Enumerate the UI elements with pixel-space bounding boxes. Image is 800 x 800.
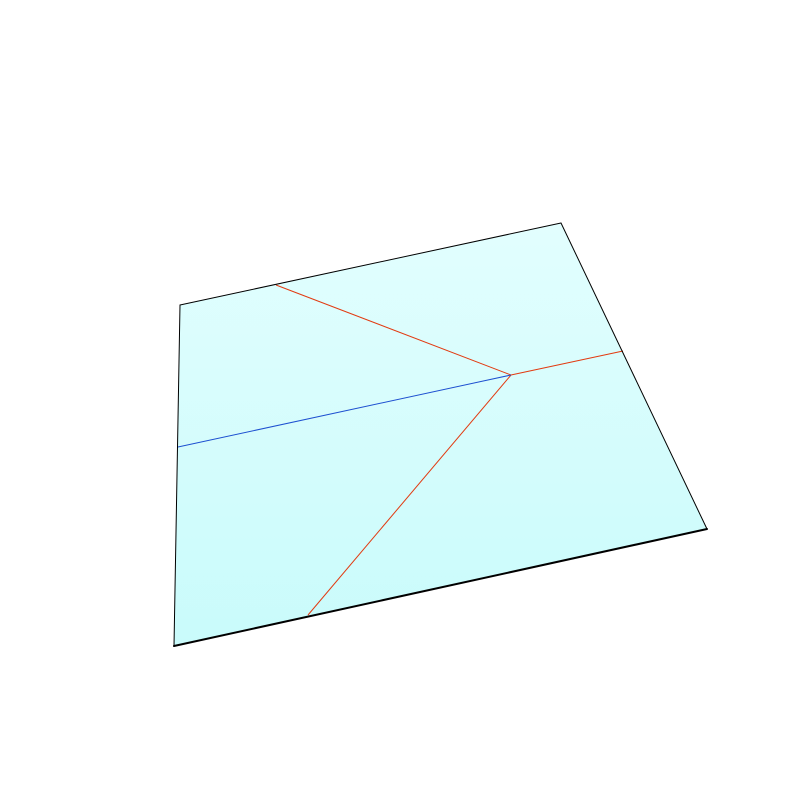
crease-mountain-3 — [307, 374, 512, 616]
sheet-edge-bottom — [173, 528, 708, 647]
crease-valley-1 — [177, 374, 512, 448]
sheet-edge-left — [173, 304, 181, 647]
crease-lines — [177, 284, 624, 616]
paper-sheet[interactable] — [173, 222, 708, 647]
crease-mountain-2 — [510, 350, 624, 376]
sheet-edges — [173, 222, 708, 647]
crease-mountain-1 — [275, 284, 512, 376]
sheet-face[interactable] — [174, 223, 707, 646]
sheet-edge-right — [560, 222, 708, 530]
sheet-edge-top — [179, 222, 562, 306]
